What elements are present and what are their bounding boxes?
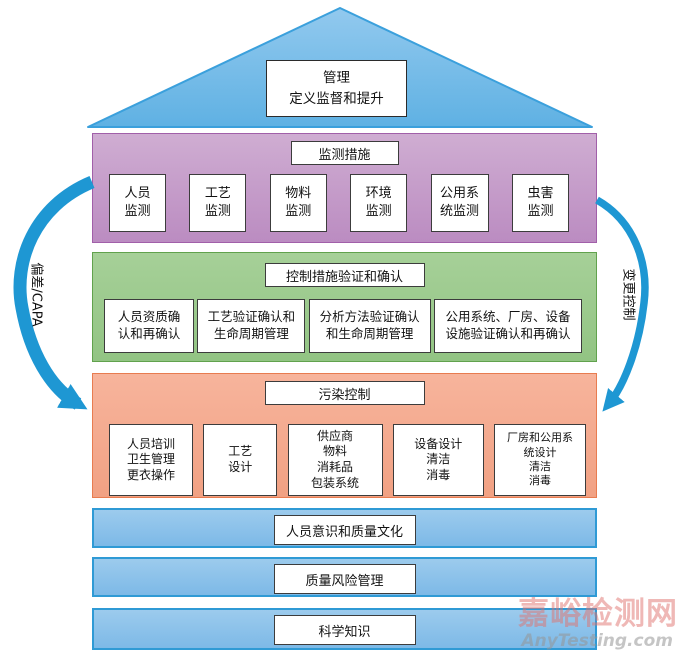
monitoring-item-utility-system: 公用系 统监测 bbox=[430, 174, 489, 232]
foundation-band-scientific-knowledge: 科学知识 bbox=[92, 608, 597, 650]
monitoring-item-personnel: 人员 监测 bbox=[109, 174, 166, 232]
validation-title-box: 控制措施验证和确认 bbox=[264, 263, 425, 287]
monitoring-item-pest: 虫害 监测 bbox=[511, 174, 569, 232]
foundation-band-quality-risk-management: 质量风险管理 bbox=[92, 557, 597, 597]
validation-item-personnel-qualification: 人员资质确 认和再确认 bbox=[104, 299, 194, 353]
validation-item-process-validation: 工艺验证确认和 生命周期管理 bbox=[197, 299, 306, 353]
contamination-item-supplier-materials: 供应商 物料 消耗品 包装系统 bbox=[287, 424, 383, 496]
monitoring-title-box: 监测措施 bbox=[290, 141, 399, 165]
change-control-label: 变更控制 bbox=[620, 268, 636, 321]
contamination-title-box: 污染控制 bbox=[264, 381, 425, 405]
monitoring-band: 监测措施 人员 监测 工艺 监测 物料 监测 环境 监测 公用系 统监测 虫害 … bbox=[92, 133, 597, 243]
management-box: 管理 定义监督和提升 bbox=[266, 60, 407, 117]
contamination-item-process-design: 工艺 设计 bbox=[203, 424, 278, 496]
monitoring-items-row: 人员 监测 工艺 监测 物料 监测 环境 监测 公用系 统监测 虫害 监测 bbox=[93, 174, 596, 232]
validation-item-utility-facility-equipment: 公用系统、厂房、设备 设施验证确认和再确认 bbox=[433, 299, 582, 353]
quality-risk-title-box: 质量风险管理 bbox=[273, 564, 416, 594]
monitoring-item-environment: 环境 监测 bbox=[350, 174, 408, 232]
contamination-item-facility-utility-design: 厂房和公用系 统设计 清洁 消毒 bbox=[494, 424, 586, 496]
quality-culture-title-box: 人员意识和质量文化 bbox=[273, 515, 416, 545]
validation-item-analytical-method: 分析方法验证确认 和生命周期管理 bbox=[308, 299, 431, 353]
monitoring-item-process: 工艺 监测 bbox=[189, 174, 247, 232]
monitoring-item-material: 物料 监测 bbox=[269, 174, 327, 232]
deviation-capa-label: 偏差/CAPA bbox=[28, 262, 44, 327]
validation-band: 控制措施验证和确认 人员资质确 认和再确认 工艺验证确认和 生命周期管理 分析方… bbox=[92, 252, 597, 362]
foundation-band-quality-culture: 人员意识和质量文化 bbox=[92, 508, 597, 548]
contamination-items-row: 人员培训 卫生管理 更衣操作 工艺 设计 供应商 物料 消耗品 包装系统 设备设… bbox=[93, 424, 596, 496]
validation-items-row: 人员资质确 认和再确认 工艺验证确认和 生命周期管理 分析方法验证确认 和生命周… bbox=[93, 299, 596, 353]
contamination-item-personnel-training: 人员培训 卫生管理 更衣操作 bbox=[109, 424, 193, 496]
contamination-item-equipment-design: 设备设计 清洁 消毒 bbox=[392, 424, 484, 496]
contamination-band: 污染控制 人员培训 卫生管理 更衣操作 工艺 设计 供应商 物料 消耗品 包装系… bbox=[92, 373, 597, 498]
scientific-knowledge-title-box: 科学知识 bbox=[273, 615, 416, 645]
